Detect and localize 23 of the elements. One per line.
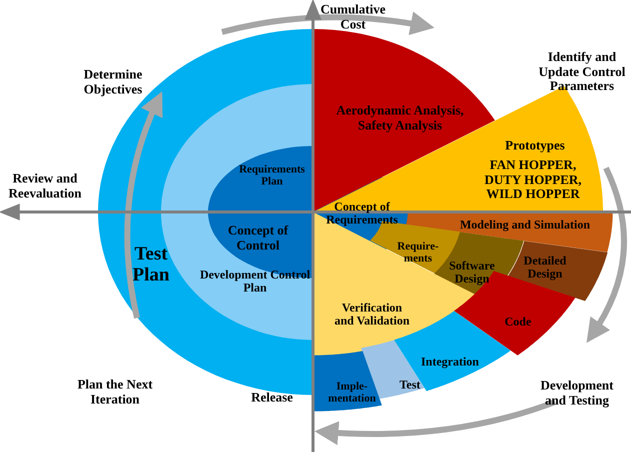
sector-label: Verification and Validation xyxy=(333,302,411,328)
phase-label: Cumulative Cost xyxy=(320,2,386,32)
sector-label: Detailed Design xyxy=(522,254,568,282)
sector-label: Aerodynamic Analysis, Safety Analysis xyxy=(335,103,465,133)
sector-label: Test xyxy=(398,378,422,392)
phase-label: Identify and Update Control Parameters xyxy=(538,50,626,94)
phase-label: Release xyxy=(250,390,294,406)
phase-label: Review and Reevaluation xyxy=(8,171,82,201)
sector-label: FAN HOPPER, DUTY HOPPER, WILD HOPPER xyxy=(483,158,583,202)
sector-label: Prototypes xyxy=(504,138,566,154)
sector-label: Test Plan xyxy=(132,244,170,286)
sector-label: Modeling and Simulation xyxy=(458,218,591,232)
sector-label: Code xyxy=(504,315,532,329)
sector-label: Integration xyxy=(420,355,480,369)
sector-label: Require-ments xyxy=(396,240,440,266)
phase-label: Development and Testing xyxy=(540,378,614,408)
sector-label: Concept of Requirements xyxy=(325,200,399,228)
sector-label: Software Design xyxy=(448,260,496,286)
sector-label: Requirements Plan xyxy=(238,164,306,188)
sector-label: Concept of Control xyxy=(226,223,290,253)
sector-label: Imple-mentation xyxy=(327,380,377,406)
phase-label: Determine Objectives xyxy=(82,67,144,97)
phase-label: Plan the Next Iteration xyxy=(76,377,154,407)
